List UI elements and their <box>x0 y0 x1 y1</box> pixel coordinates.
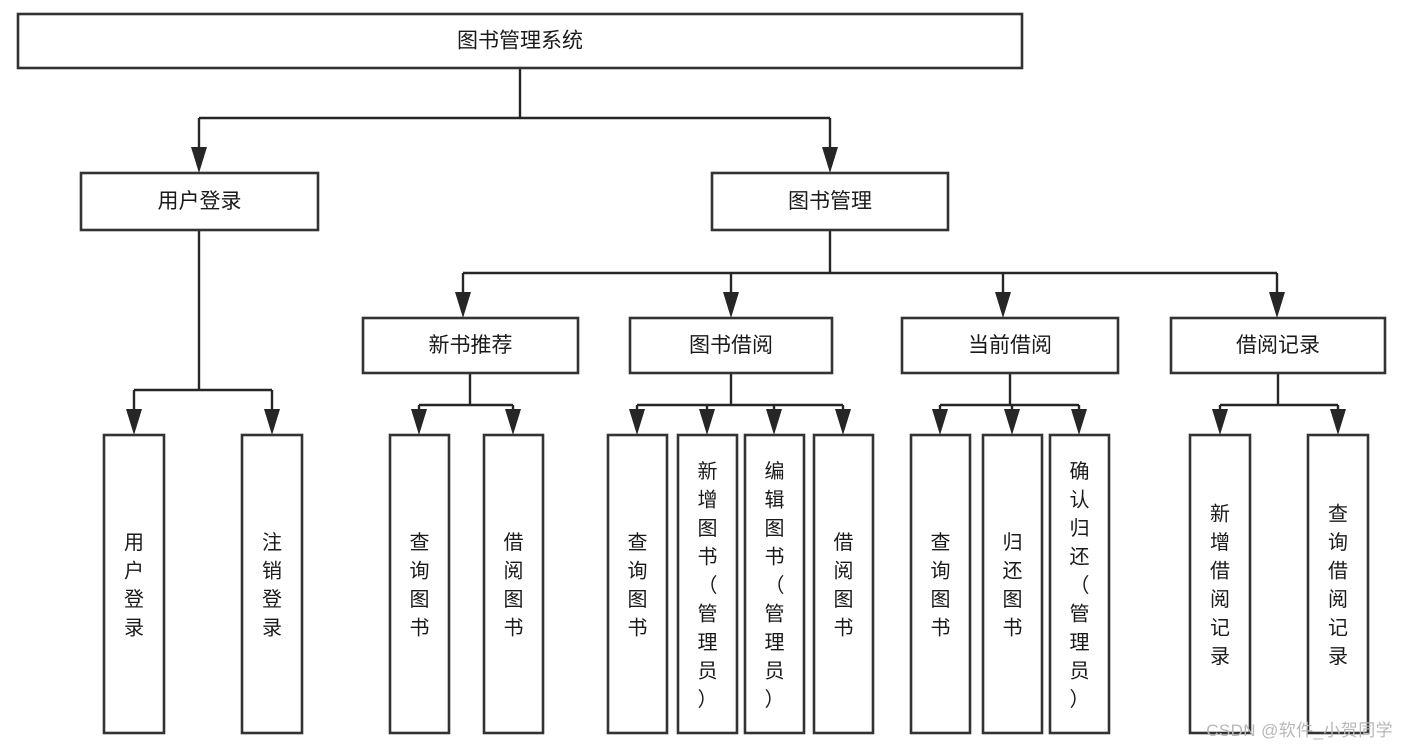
node-label: 查询图书 <box>931 531 951 640</box>
node-label: 借阅图书 <box>504 531 524 640</box>
node-leaf-add-book[interactable]: 新增图书（管理员） <box>676 433 739 735</box>
node-label: 借阅记录 <box>1236 334 1320 357</box>
node-label: 用户登录 <box>124 532 144 640</box>
node-leaf-add-record[interactable]: 新增借阅记录 <box>1188 433 1252 735</box>
node-label: 当前借阅 <box>968 334 1052 357</box>
connector-new-book-recommend <box>411 373 521 435</box>
node-label: 注销登录 <box>262 531 282 640</box>
node-user-login[interactable]: 用户登录 <box>79 171 320 232</box>
node-label: 新增借阅记录 <box>1210 503 1230 669</box>
node-book-borrow[interactable]: 图书借阅 <box>628 316 834 375</box>
node-leaf-borrow-book-2[interactable]: 借阅图书 <box>812 433 875 735</box>
node-label: 借阅图书 <box>834 531 854 640</box>
node-borrow-record[interactable]: 借阅记录 <box>1169 316 1387 375</box>
node-leaf-borrow-book-1[interactable]: 借阅图书 <box>482 433 545 735</box>
node-label: 新书推荐 <box>429 334 513 357</box>
connector-current-borrow <box>932 373 1087 435</box>
node-leaf-confirm-return[interactable]: 确认归还（管理员） <box>1048 433 1111 735</box>
node-new-book-recommend[interactable]: 新书推荐 <box>361 316 580 375</box>
node-label: 查询图书 <box>628 531 648 640</box>
node-label: 图书管理系统 <box>457 30 583 53</box>
node-label: 查询图书 <box>410 531 430 640</box>
node-label: 用户登录 <box>158 190 242 213</box>
node-leaf-query-book-1[interactable]: 查询图书 <box>388 433 451 735</box>
node-label: 查询借阅记录 <box>1328 503 1348 669</box>
node-leaf-query-record[interactable]: 查询借阅记录 <box>1306 433 1370 735</box>
node-leaf-user-login[interactable]: 用户登录 <box>102 433 166 735</box>
node-label: 新增图书（管理员） <box>698 460 718 711</box>
node-label: 归还图书 <box>1003 531 1023 640</box>
node-current-borrow[interactable]: 当前借阅 <box>900 316 1120 375</box>
node-leaf-edit-book[interactable]: 编辑图书（管理员） <box>743 433 806 735</box>
node-layer: 图书管理系统用户登录图书管理新书推荐图书借阅当前借阅借阅记录用户登录注销登录查询… <box>16 12 1387 735</box>
node-leaf-query-book-3[interactable]: 查询图书 <box>909 433 972 735</box>
connector-user-login <box>126 230 280 435</box>
connector-book-borrow <box>629 373 851 435</box>
node-label: 确认归还（管理员） <box>1070 460 1090 711</box>
node-book-manage[interactable]: 图书管理 <box>710 171 950 232</box>
node-label: 图书管理 <box>788 190 872 213</box>
node-label: 图书借阅 <box>689 334 773 357</box>
connector-root <box>191 68 838 173</box>
node-leaf-return-book[interactable]: 归还图书 <box>981 433 1044 735</box>
connector-borrow-record <box>1212 373 1346 435</box>
connector-layer <box>126 68 1346 435</box>
node-leaf-query-book-2[interactable]: 查询图书 <box>606 433 669 735</box>
node-leaf-logout[interactable]: 注销登录 <box>240 433 304 735</box>
connector-book-manage <box>455 230 1285 318</box>
node-root[interactable]: 图书管理系统 <box>16 12 1024 70</box>
node-label: 编辑图书（管理员） <box>765 460 785 711</box>
